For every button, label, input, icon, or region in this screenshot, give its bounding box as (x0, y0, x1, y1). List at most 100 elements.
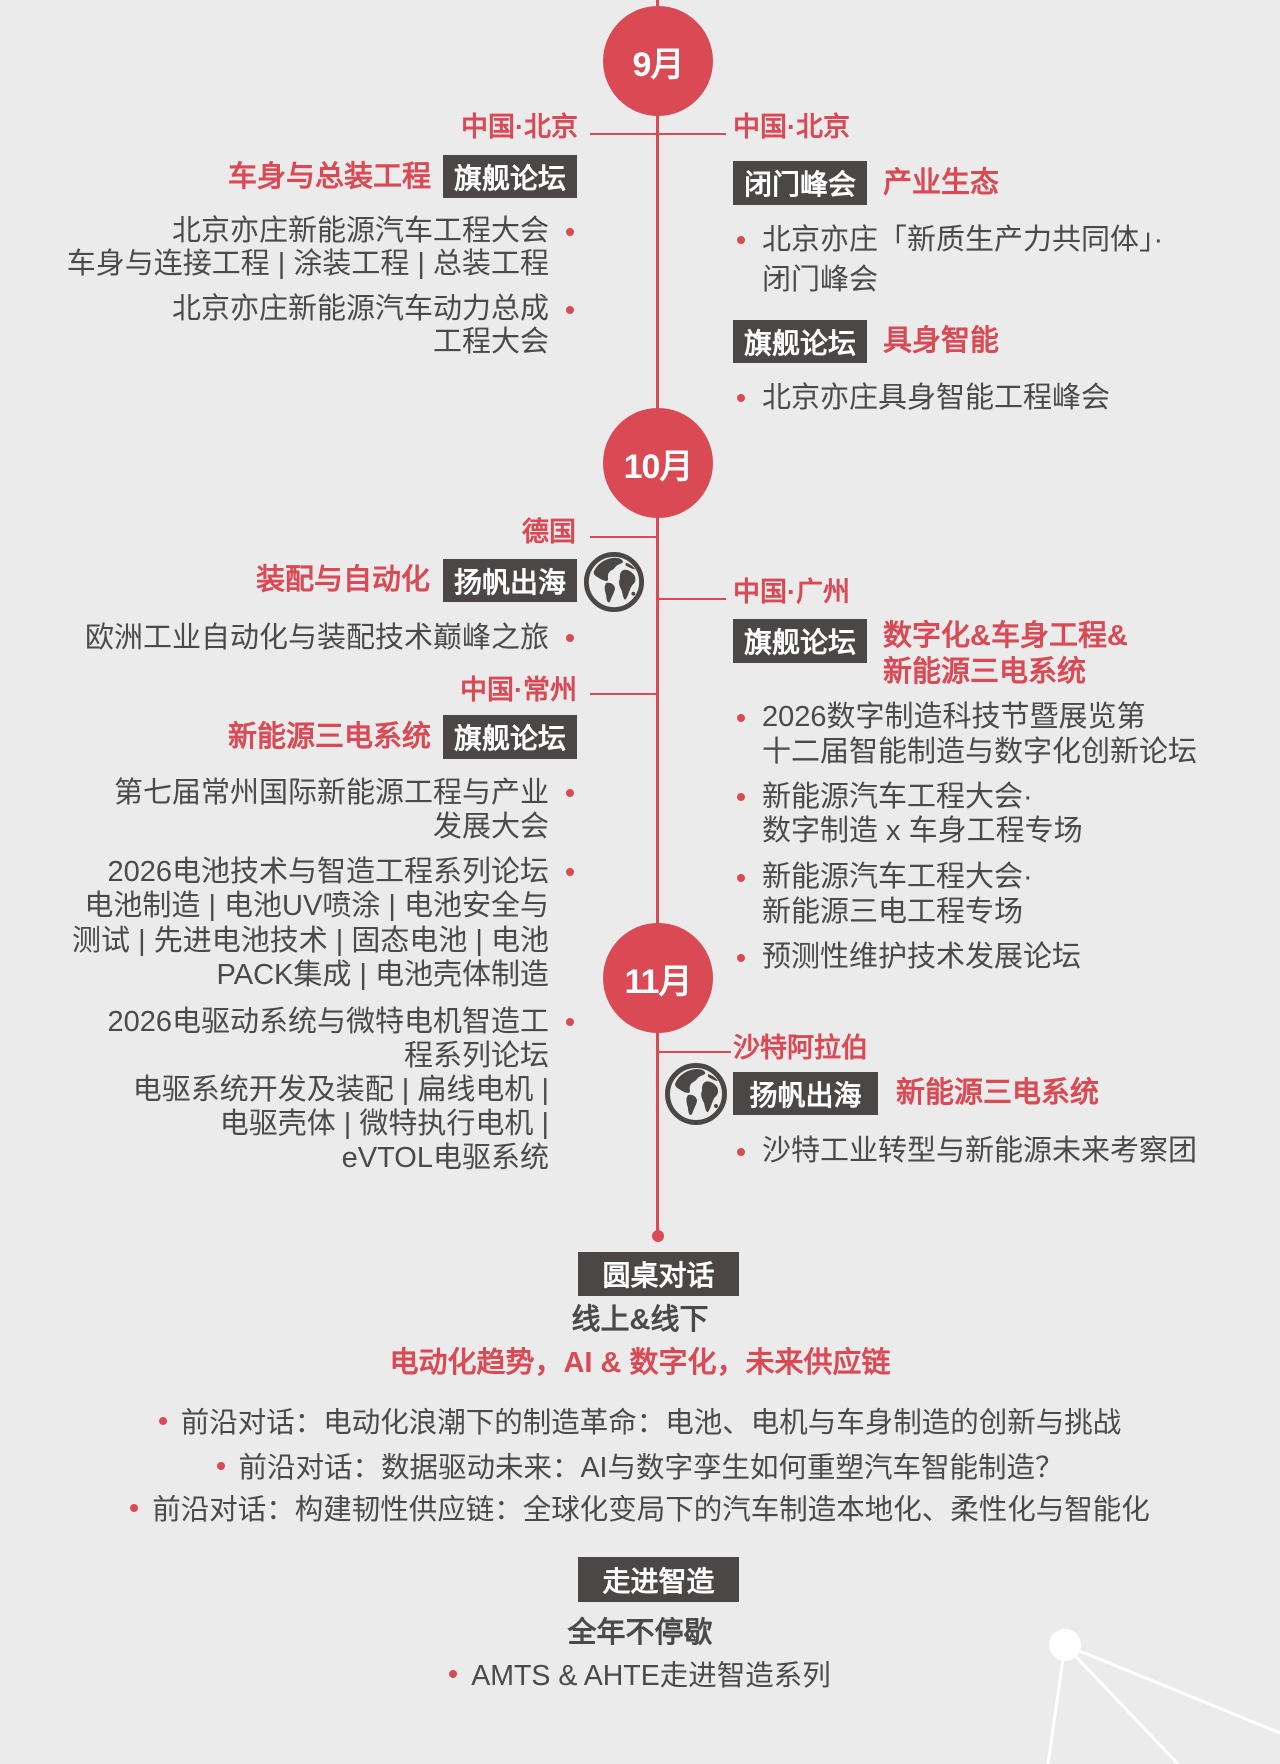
factory-visit-item-text: AMTS & AHTE走进智造系列 (471, 1660, 831, 1692)
connector-germany (590, 536, 658, 538)
timeline-end-dot (652, 1230, 664, 1242)
bullet-dot-icon (566, 868, 574, 877)
event-line: 电池制造 | 电池UV喷涂 | 电池安全与 (84, 890, 549, 923)
event-line: 闭门峰会 (762, 264, 879, 296)
event-line: 工程大会 (432, 326, 549, 358)
bullet-dot-icon (130, 1504, 139, 1513)
category-badge: 闭门峰会 (733, 161, 867, 205)
topic-line: 新能源三电系统 (883, 656, 1087, 688)
bullet-dot-icon (737, 394, 745, 402)
globe-icon (665, 1063, 727, 1125)
timeline-spine (656, 0, 659, 1236)
location-label: 中国·北京 (733, 112, 850, 142)
roundtable-item: 前沿对话：构建韧性供应链：全球化变局下的汽车制造本地化、柔性化与智能化 (0, 1491, 1280, 1529)
roundtable-item: 前沿对话：数据驱动未来：AI与数字孪生如何重塑汽车智能制造？ (0, 1449, 1280, 1487)
topic-line: 数字化&车身工程& (883, 620, 1128, 652)
event-line: 北京亦庄「新质生产力共同体」· (762, 224, 1164, 256)
event-line: 新能源汽车工程大会· (762, 861, 1033, 893)
event-item: 沙特工业转型与新能源未来考察团 (737, 1134, 1197, 1169)
event-item: 欧洲工业自动化与装配技术巅峰之旅 (85, 621, 574, 655)
bullet-dot-icon (158, 1417, 167, 1426)
globe-icon (583, 551, 645, 613)
topic-title: 新能源三电系统 (896, 1077, 1100, 1109)
factory-visit-schedule: 全年不停歇 (567, 1617, 713, 1649)
event-line: 电驱壳体 | 微特执行电机 | (219, 1108, 549, 1140)
connector-guangzhou (658, 598, 726, 600)
event-line: 北京亦庄具身智能工程峰会 (762, 382, 1111, 414)
category-badge: 扬帆出海 (443, 559, 577, 602)
connector-saudi (658, 1051, 731, 1053)
month-marker-september: 9月 (603, 6, 713, 116)
event-line: 新能源三电工程专场 (762, 896, 1024, 928)
event-item: 第七届常州国际新能源工程与产业 发展大会 (114, 776, 574, 844)
bullet-dot-icon (566, 305, 574, 314)
event-line: eVTOL电驱系统 (341, 1142, 549, 1174)
bullet-dot-icon (449, 1670, 458, 1679)
roundtable-item: 前沿对话：电动化浪潮下的制造革命：电池、电机与车身制造的创新与挑战 (0, 1404, 1280, 1442)
roundtable-theme: 电动化趋势，AI & 数字化，未来供应链 (389, 1347, 891, 1379)
location-label: 中国·常州 (460, 675, 577, 705)
roundtable-format: 线上&线下 (571, 1304, 709, 1336)
event-item: 预测性维护技术发展论坛 (737, 940, 1081, 975)
month-marker-november: 11月 (603, 923, 713, 1033)
bullet-dot-icon (566, 227, 574, 236)
event-item: 北京亦庄新能源汽车动力总成 工程大会 (172, 293, 574, 359)
bullet-dot-icon (566, 789, 574, 797)
topic-title: 数字化&车身工程& 新能源三电系统 (883, 618, 1128, 690)
topic-title: 具身智能 (883, 325, 1000, 357)
event-item: 2026电池技术与智造工程系列论坛 电池制造 | 电池UV喷涂 | 电池安全与 … (72, 855, 574, 992)
bullet-dot-icon (737, 873, 745, 882)
topic-title: 产业生态 (883, 167, 1000, 199)
category-badge: 旗舰论坛 (733, 320, 867, 363)
location-label: 中国·广州 (733, 577, 850, 607)
roundtable-item-text: 前沿对话：数据驱动未来：AI与数字孪生如何重塑汽车智能制造？ (238, 1452, 1064, 1484)
event-line: 第七届常州国际新能源工程与产业 (113, 777, 549, 809)
topic-title: 新能源三电系统 (227, 721, 431, 753)
event-item: 2026数字制造科技节暨展览第 十二届智能制造与数字化创新论坛 (737, 700, 1197, 770)
category-badge: 旗舰论坛 (443, 155, 577, 198)
bullet-dot-icon (737, 953, 745, 962)
event-item: 北京亦庄新能源汽车工程大会 车身与连接工程 | 涂装工程 | 总装工程 (67, 215, 574, 281)
event-line: 沙特工业转型与新能源未来考察团 (762, 1135, 1198, 1167)
event-line: 电驱系统开发及装配 | 扁线电机 | (132, 1074, 549, 1106)
bullet-dot-icon (566, 1018, 574, 1026)
topic-title: 装配与自动化 (255, 564, 430, 596)
connector-changzhou (590, 693, 658, 695)
category-badge: 扬帆出海 (733, 1072, 878, 1115)
bullet-dot-icon (216, 1462, 225, 1471)
event-line: 2026电池技术与智造工程系列论坛 (107, 856, 549, 888)
connector-sept-left (590, 133, 658, 135)
event-line: 十二届智能制造与数字化创新论坛 (762, 736, 1198, 768)
bullet-dot-icon (737, 793, 745, 801)
category-badge: 旗舰论坛 (443, 715, 577, 759)
event-line: 2026电驱动系统与微特电机智造工 (107, 1006, 549, 1038)
event-item: 2026电驱动系统与微特电机智造工 程系列论坛 电驱系统开发及装配 | 扁线电机… (107, 1005, 574, 1175)
event-line: 车身与连接工程 | 涂装工程 | 总装工程 (66, 248, 549, 280)
event-item: 新能源汽车工程大会· 新能源三电工程专场 (737, 860, 1033, 930)
factory-visit-item: AMTS & AHTE走进智造系列 (0, 1657, 1280, 1695)
roundtable-item-text: 前沿对话：电动化浪潮下的制造革命：电池、电机与车身制造的创新与挑战 (180, 1407, 1122, 1439)
event-line: 北京亦庄新能源汽车工程大会 (171, 215, 549, 247)
event-item: 北京亦庄「新质生产力共同体」· 闭门峰会 (737, 220, 1163, 300)
location-label: 德国 (522, 517, 576, 547)
topic-title: 车身与总装工程 (227, 161, 431, 193)
bullet-dot-icon (566, 634, 574, 642)
category-badge: 旗舰论坛 (733, 619, 867, 663)
event-line: 数字制造 x 车身工程专场 (762, 815, 1083, 847)
event-line: 程系列论坛 (403, 1040, 549, 1072)
location-label: 中国·北京 (461, 112, 578, 142)
event-line: 新能源汽车工程大会· (762, 781, 1033, 813)
factory-visit-badge: 走进智造 (578, 1557, 739, 1602)
bullet-dot-icon (737, 236, 745, 244)
event-line: PACK集成 | 电池壳体制造 (216, 958, 549, 991)
roundtable-badge: 圆桌对话 (578, 1252, 739, 1296)
event-line: 测试 | 先进电池技术 | 固态电池 | 电池 (72, 924, 549, 957)
month-marker-october: 10月 (603, 408, 713, 518)
bullet-dot-icon (737, 1147, 745, 1156)
roundtable-item-text: 前沿对话：构建韧性供应链：全球化变局下的汽车制造本地化、柔性化与智能化 (152, 1494, 1150, 1526)
event-line: 2026数字制造科技节暨展览第 (762, 701, 1146, 733)
event-line: 发展大会 (432, 811, 549, 843)
location-label: 沙特阿拉伯 (733, 1033, 868, 1063)
bullet-dot-icon (737, 713, 745, 722)
